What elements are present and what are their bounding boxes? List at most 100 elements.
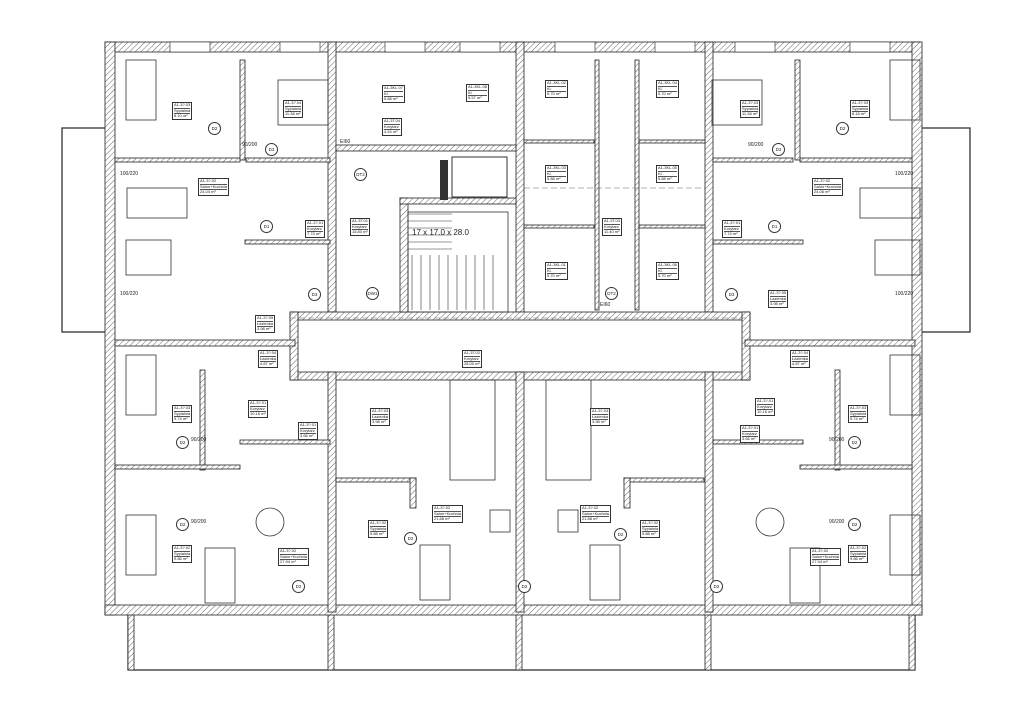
room-id: A1-3?.02	[434, 505, 462, 512]
wall	[515, 371, 525, 613]
balcony	[917, 127, 971, 333]
door-tag: DT2	[354, 168, 367, 181]
room-name: Korytarz	[300, 427, 317, 435]
room-name: Korytarz	[384, 123, 401, 131]
kitchen-block	[545, 379, 592, 481]
room-id: A1-3?.02	[812, 548, 840, 555]
wall	[409, 477, 417, 509]
room-id: A1-3T.04	[384, 118, 401, 125]
wall	[712, 157, 794, 163]
wall	[114, 157, 241, 163]
room-id: A1-3?.04	[285, 100, 302, 107]
room-name: Salon+Kuchnia	[582, 510, 610, 518]
room-area: 3.98 m²	[257, 326, 271, 332]
room-id: A1-3?.01	[307, 220, 324, 227]
window	[384, 41, 426, 53]
room-name: Kl.	[547, 86, 566, 93]
room-id: A1-3?.05	[770, 290, 787, 297]
door-tag: DW1	[366, 287, 379, 300]
room-name: Łazienka	[770, 295, 787, 303]
room-id: A1-3?.02	[200, 178, 228, 185]
room-area: 4.44 m²	[384, 129, 398, 135]
dimension-label: EI60	[600, 302, 611, 308]
round-table	[755, 507, 785, 537]
room-id: A1-3KL.06	[658, 262, 677, 269]
wall	[515, 41, 525, 313]
wall	[834, 369, 841, 471]
room-name: Sypialnia	[174, 410, 191, 418]
room-id: A1-3?.02	[370, 520, 387, 527]
room-area: 5.70 m²	[658, 91, 672, 97]
room-area: 5.57 m²	[468, 95, 482, 101]
balcony-divider	[515, 611, 523, 671]
dining-table	[489, 509, 511, 533]
door-tag: D3	[725, 288, 738, 301]
wall	[239, 59, 246, 161]
sofa	[126, 187, 188, 219]
room-name: Kl.	[658, 86, 677, 93]
room-id: A1-3?.03	[742, 100, 759, 107]
dimension-label: 100/220	[895, 171, 914, 177]
sofa	[204, 547, 236, 604]
room-id: A1-3?.03	[174, 405, 191, 412]
bed	[125, 59, 157, 121]
dimension-label: 100/220	[120, 171, 139, 177]
bed	[889, 354, 921, 416]
bed	[889, 514, 921, 576]
dimension-label: 90/200	[191, 519, 207, 525]
balcony	[61, 127, 108, 333]
door-tag: D2	[710, 580, 723, 593]
room-area: 5.70 m²	[658, 273, 672, 279]
door-tag: D2	[176, 436, 189, 449]
stair-dimension-label: 17 x 17.0 x 28.0	[412, 228, 469, 237]
room-name: Korytarz	[464, 355, 481, 363]
wall	[327, 371, 337, 613]
room-id: A1-3?.05	[257, 315, 274, 322]
dimension-label: 90/200	[748, 142, 764, 148]
dimension-label: 100/220	[895, 291, 914, 297]
room-id: A1-3?.02	[814, 178, 842, 185]
wall	[335, 144, 517, 152]
room-name: Kl.	[547, 171, 566, 178]
balcony-divider	[327, 611, 335, 671]
wall	[114, 339, 296, 347]
room-name: Korytarz	[604, 223, 621, 231]
window	[279, 41, 321, 53]
dimension-label: 90/200	[242, 142, 258, 148]
room-name: Sypialnia	[174, 107, 191, 115]
balcony-divider	[127, 611, 135, 671]
room-area: 8.10 m²	[174, 113, 188, 119]
wall	[523, 224, 595, 229]
room-name: Korytarz	[307, 225, 324, 233]
sofa	[589, 544, 621, 601]
wall	[104, 41, 921, 53]
room-area: 27.94 m²	[812, 559, 828, 565]
room-name: Korytarz	[742, 430, 759, 438]
room-area: 5.88 m²	[658, 176, 672, 182]
wall	[638, 224, 706, 229]
room-area: 10.16 m²	[250, 411, 266, 417]
room-id: A1-3?.03	[592, 408, 609, 415]
room-area: 7.74 m²	[307, 231, 321, 237]
room-id: A1-3?.04	[792, 350, 809, 357]
room-name: Sypialnia	[742, 105, 759, 113]
wall	[794, 59, 801, 161]
door-tag: D3	[772, 143, 785, 156]
wall	[799, 157, 913, 163]
sofa	[789, 547, 821, 604]
wall	[623, 477, 631, 509]
